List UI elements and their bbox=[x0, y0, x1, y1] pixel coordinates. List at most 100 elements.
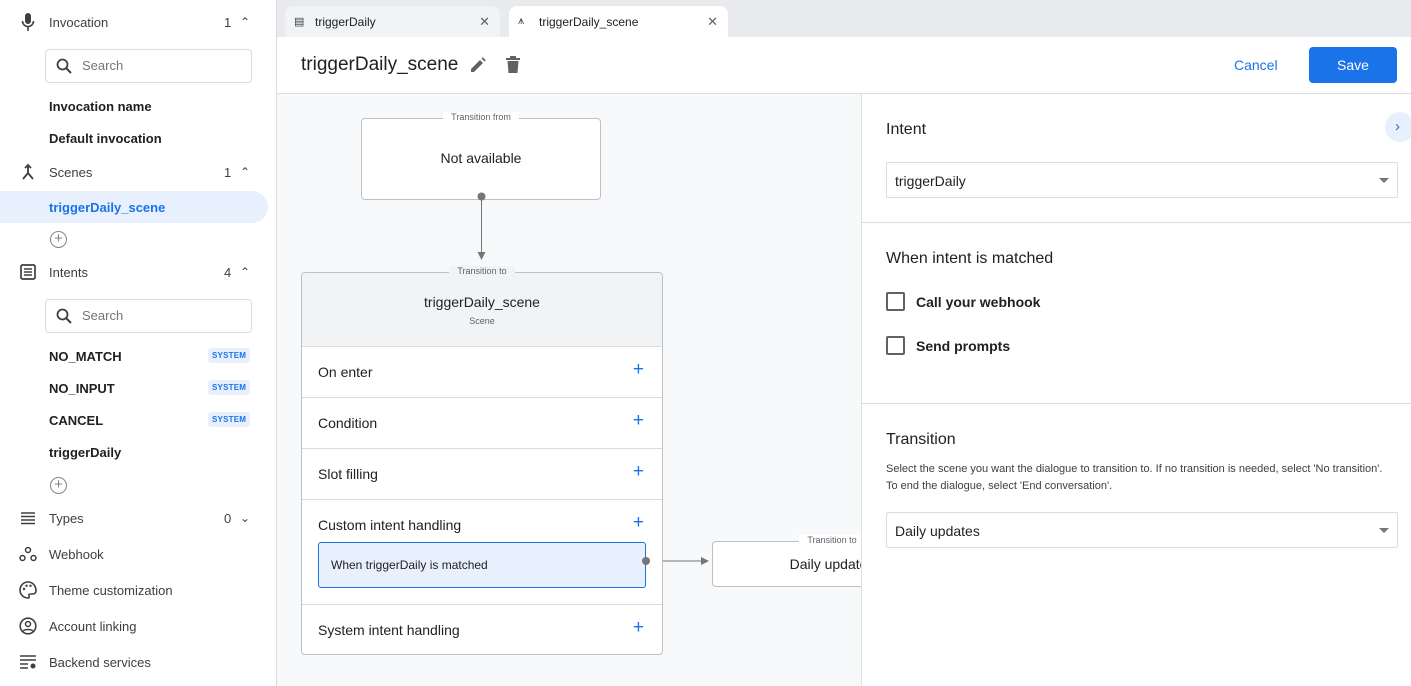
sidebar-item-cancel[interactable]: CANCEL bbox=[49, 413, 104, 428]
transition-from-card: Transition from Not available bbox=[361, 112, 601, 200]
prompts-checkbox[interactable] bbox=[886, 336, 905, 355]
sidebar-item-webhook[interactable]: Webhook bbox=[0, 539, 276, 569]
scene-label: triggerDaily_scene bbox=[49, 200, 166, 215]
select-value: triggerDaily bbox=[895, 173, 966, 189]
chevron-up-icon[interactable]: ⌃ bbox=[240, 15, 251, 29]
row-on-enter[interactable]: On enter + bbox=[302, 346, 662, 397]
row-custom-intent-handling[interactable]: Custom intent handling + When triggerDail… bbox=[302, 499, 662, 604]
intent-handler-item[interactable]: When triggerDaily is matched bbox=[318, 542, 646, 588]
add-scene-icon[interactable]: + bbox=[50, 231, 67, 248]
close-icon[interactable]: ✕ bbox=[479, 13, 490, 29]
row-label: System intent handling bbox=[318, 622, 460, 638]
scene-name: triggerDaily_scene bbox=[424, 294, 540, 310]
transition-target-card[interactable]: Transition to Daily updates bbox=[712, 535, 861, 587]
account-circle-icon bbox=[18, 616, 38, 636]
microphone-icon bbox=[18, 12, 38, 32]
add-plus-icon[interactable]: + bbox=[632, 617, 644, 638]
intent-icon bbox=[18, 262, 38, 282]
chevron-up-icon[interactable]: ⌃ bbox=[240, 265, 251, 279]
system-badge: SYSTEM bbox=[208, 348, 251, 363]
add-plus-icon[interactable]: + bbox=[632, 461, 644, 482]
sidebar-section-scenes[interactable]: Scenes 1 ⌃ bbox=[0, 157, 276, 187]
intents-search-input[interactable] bbox=[82, 308, 232, 323]
row-slot-filling[interactable]: Slot filling + bbox=[302, 448, 662, 499]
sidebar: Invocation 1 ⌃ Invocation name Default i… bbox=[0, 0, 277, 686]
sidebar-item-account-linking[interactable]: Account linking bbox=[0, 611, 276, 641]
chevron-up-icon[interactable]: ⌃ bbox=[240, 165, 251, 179]
sidebar-section-types[interactable]: Types 0 ⌄ bbox=[0, 503, 276, 533]
row-condition[interactable]: Condition + bbox=[302, 397, 662, 448]
section-label: Invocation bbox=[49, 14, 109, 30]
sidebar-section-invocation[interactable]: Invocation 1 ⌃ bbox=[0, 7, 276, 37]
sidebar-item-no-match[interactable]: NO_MATCH bbox=[49, 349, 122, 364]
sidebar-item-no-input[interactable]: NO_INPUT bbox=[49, 381, 115, 396]
connectors bbox=[477, 192, 709, 565]
tab-label: triggerDaily_scene bbox=[539, 14, 639, 29]
scene-type: Scene bbox=[469, 316, 495, 326]
invocation-search[interactable] bbox=[45, 49, 252, 83]
section-label: Webhook bbox=[49, 546, 104, 562]
save-button[interactable]: Save bbox=[1309, 47, 1397, 83]
scene-canvas: Transition from Not available Transition… bbox=[277, 94, 861, 686]
transition-description: Select the scene you want the dialogue t… bbox=[886, 463, 1383, 492]
system-badge: SYSTEM bbox=[208, 380, 251, 395]
sidebar-item-triggerdaily[interactable]: triggerDaily bbox=[49, 445, 122, 460]
section-label: Backend services bbox=[49, 654, 151, 670]
section-label: Scenes bbox=[49, 164, 93, 180]
sidebar-section-intents[interactable]: Intents 4 ⌃ bbox=[0, 257, 276, 287]
sidebar-item-theme[interactable]: Theme customization bbox=[0, 575, 276, 605]
intent-panel: › Intent triggerDaily When intent is mat… bbox=[861, 94, 1411, 686]
sidebar-item-default-invocation[interactable]: Default invocation bbox=[49, 131, 162, 146]
backend-services-icon bbox=[18, 652, 38, 672]
transition-heading: Transition bbox=[886, 431, 956, 448]
row-system-intent-handling[interactable]: System intent handling + bbox=[302, 604, 662, 655]
scene-icon: ⩚ bbox=[518, 15, 525, 27]
section-count: 4 bbox=[224, 264, 232, 280]
collapse-panel-chevron-icon[interactable]: › bbox=[1385, 112, 1411, 142]
sidebar-item-triggerdaily-scene[interactable]: triggerDaily_scene bbox=[0, 191, 268, 223]
transition-select[interactable]: Daily updates bbox=[886, 512, 1398, 548]
tab-bar: ▤ triggerDaily ✕ ⩚ triggerDaily_scene ✕ bbox=[277, 0, 1411, 37]
close-icon[interactable]: ✕ bbox=[707, 13, 718, 29]
section-count: 0 bbox=[224, 510, 232, 526]
intent-select[interactable]: triggerDaily bbox=[886, 162, 1398, 198]
add-plus-icon[interactable]: + bbox=[632, 512, 644, 533]
tab-triggerdaily-scene[interactable]: ⩚ triggerDaily_scene ✕ bbox=[509, 6, 728, 37]
list-icon bbox=[18, 508, 38, 528]
row-label: Custom intent handling bbox=[318, 517, 462, 533]
sidebar-item-invocation-name[interactable]: Invocation name bbox=[49, 99, 152, 114]
invocation-search-input[interactable] bbox=[82, 58, 232, 73]
delete-trash-icon[interactable] bbox=[505, 55, 521, 74]
handler-label: When triggerDaily is matched bbox=[331, 558, 488, 572]
intent-icon: ▤ bbox=[294, 16, 305, 28]
cancel-button[interactable]: Cancel bbox=[1234, 57, 1278, 73]
search-icon bbox=[56, 308, 72, 324]
tab-triggerdaily[interactable]: ▤ triggerDaily ✕ bbox=[285, 6, 500, 37]
scene-card-header bbox=[302, 273, 662, 346]
divider bbox=[862, 222, 1411, 223]
intents-search[interactable] bbox=[45, 299, 252, 333]
scene-card: Transition to triggerDaily_scene Scene O… bbox=[301, 266, 663, 655]
row-label: Slot filling bbox=[318, 466, 378, 482]
section-label: Account linking bbox=[49, 618, 137, 634]
tab-label: triggerDaily bbox=[315, 14, 376, 29]
add-plus-icon[interactable]: + bbox=[632, 410, 644, 431]
section-count: 1 bbox=[224, 164, 232, 180]
page-title: triggerDaily_scene bbox=[301, 54, 459, 75]
section-label: Theme customization bbox=[49, 582, 173, 598]
webhook-checkbox[interactable] bbox=[886, 292, 905, 311]
arrow-head-icon bbox=[701, 557, 709, 565]
sidebar-item-backend-services[interactable]: Backend services bbox=[0, 647, 276, 677]
webhook-icon bbox=[18, 544, 38, 564]
add-plus-icon[interactable]: + bbox=[632, 359, 644, 380]
chevron-down-icon[interactable]: ⌄ bbox=[240, 511, 251, 525]
transition-from-value: Not available bbox=[440, 150, 522, 166]
edit-pencil-icon[interactable] bbox=[469, 56, 487, 74]
row-label: Condition bbox=[318, 415, 378, 431]
section-label: Intents bbox=[49, 264, 89, 280]
dropdown-arrow-icon bbox=[1379, 528, 1389, 533]
arrow-head-icon bbox=[477, 252, 486, 260]
row-label: On enter bbox=[318, 364, 373, 380]
card-caption: Transition to bbox=[799, 535, 861, 545]
add-intent-icon[interactable]: + bbox=[50, 477, 67, 494]
